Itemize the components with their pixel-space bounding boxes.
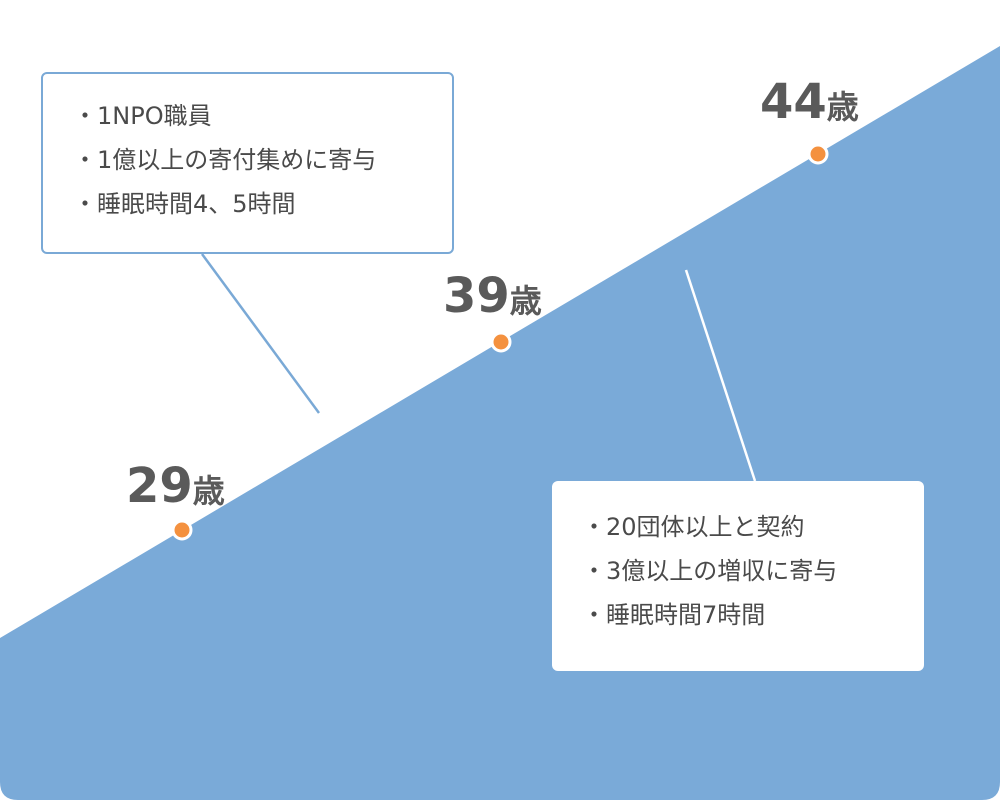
bullet: ・	[582, 513, 606, 541]
connector-line-before	[200, 253, 321, 414]
connector-line-after	[684, 269, 757, 482]
callout-after: ・20団体以上と契約 ・3億以上の増収に寄与 ・睡眠時間7時間	[552, 481, 924, 671]
bullet: ・	[73, 102, 97, 130]
callout-item: ・1億以上の寄付集めに寄与	[73, 138, 452, 182]
milestone-marker-29	[171, 519, 193, 541]
callout-item-text: 1NPO職員	[97, 102, 212, 130]
bullet: ・	[73, 146, 97, 174]
age-number: 44	[760, 74, 827, 130]
callout-list: ・20団体以上と契約 ・3億以上の増収に寄与 ・睡眠時間7時間	[582, 505, 924, 637]
age-unit: 歳	[192, 472, 225, 510]
age-label-44: 44歳	[760, 78, 859, 126]
callout-item: ・1NPO職員	[73, 94, 452, 138]
age-unit: 歳	[509, 282, 542, 320]
milestone-marker-39	[490, 331, 512, 353]
callout-item-text: 3億以上の増収に寄与	[606, 557, 838, 585]
bullet: ・	[73, 190, 97, 218]
callout-item: ・睡眠時間4、5時間	[73, 182, 452, 226]
milestone-marker-44	[807, 143, 829, 165]
callout-item: ・3億以上の増収に寄与	[582, 549, 924, 593]
callout-item-text: 20団体以上と契約	[606, 513, 805, 541]
callout-before: ・1NPO職員 ・1億以上の寄付集めに寄与 ・睡眠時間4、5時間	[41, 72, 454, 254]
bullet: ・	[582, 601, 606, 629]
callout-item: ・睡眠時間7時間	[582, 593, 924, 637]
age-label-39: 39歳	[443, 272, 542, 320]
callout-list: ・1NPO職員 ・1億以上の寄付集めに寄与 ・睡眠時間4、5時間	[73, 94, 452, 226]
bullet: ・	[582, 557, 606, 585]
callout-item-text: 1億以上の寄付集めに寄与	[97, 146, 377, 174]
age-label-29: 29歳	[126, 462, 225, 510]
age-unit: 歳	[826, 88, 859, 126]
callout-item-text: 睡眠時間7時間	[606, 601, 766, 629]
callout-item: ・20団体以上と契約	[582, 505, 924, 549]
callout-item-text: 睡眠時間4、5時間	[97, 190, 296, 218]
age-number: 29	[126, 458, 193, 514]
age-number: 39	[443, 268, 510, 324]
